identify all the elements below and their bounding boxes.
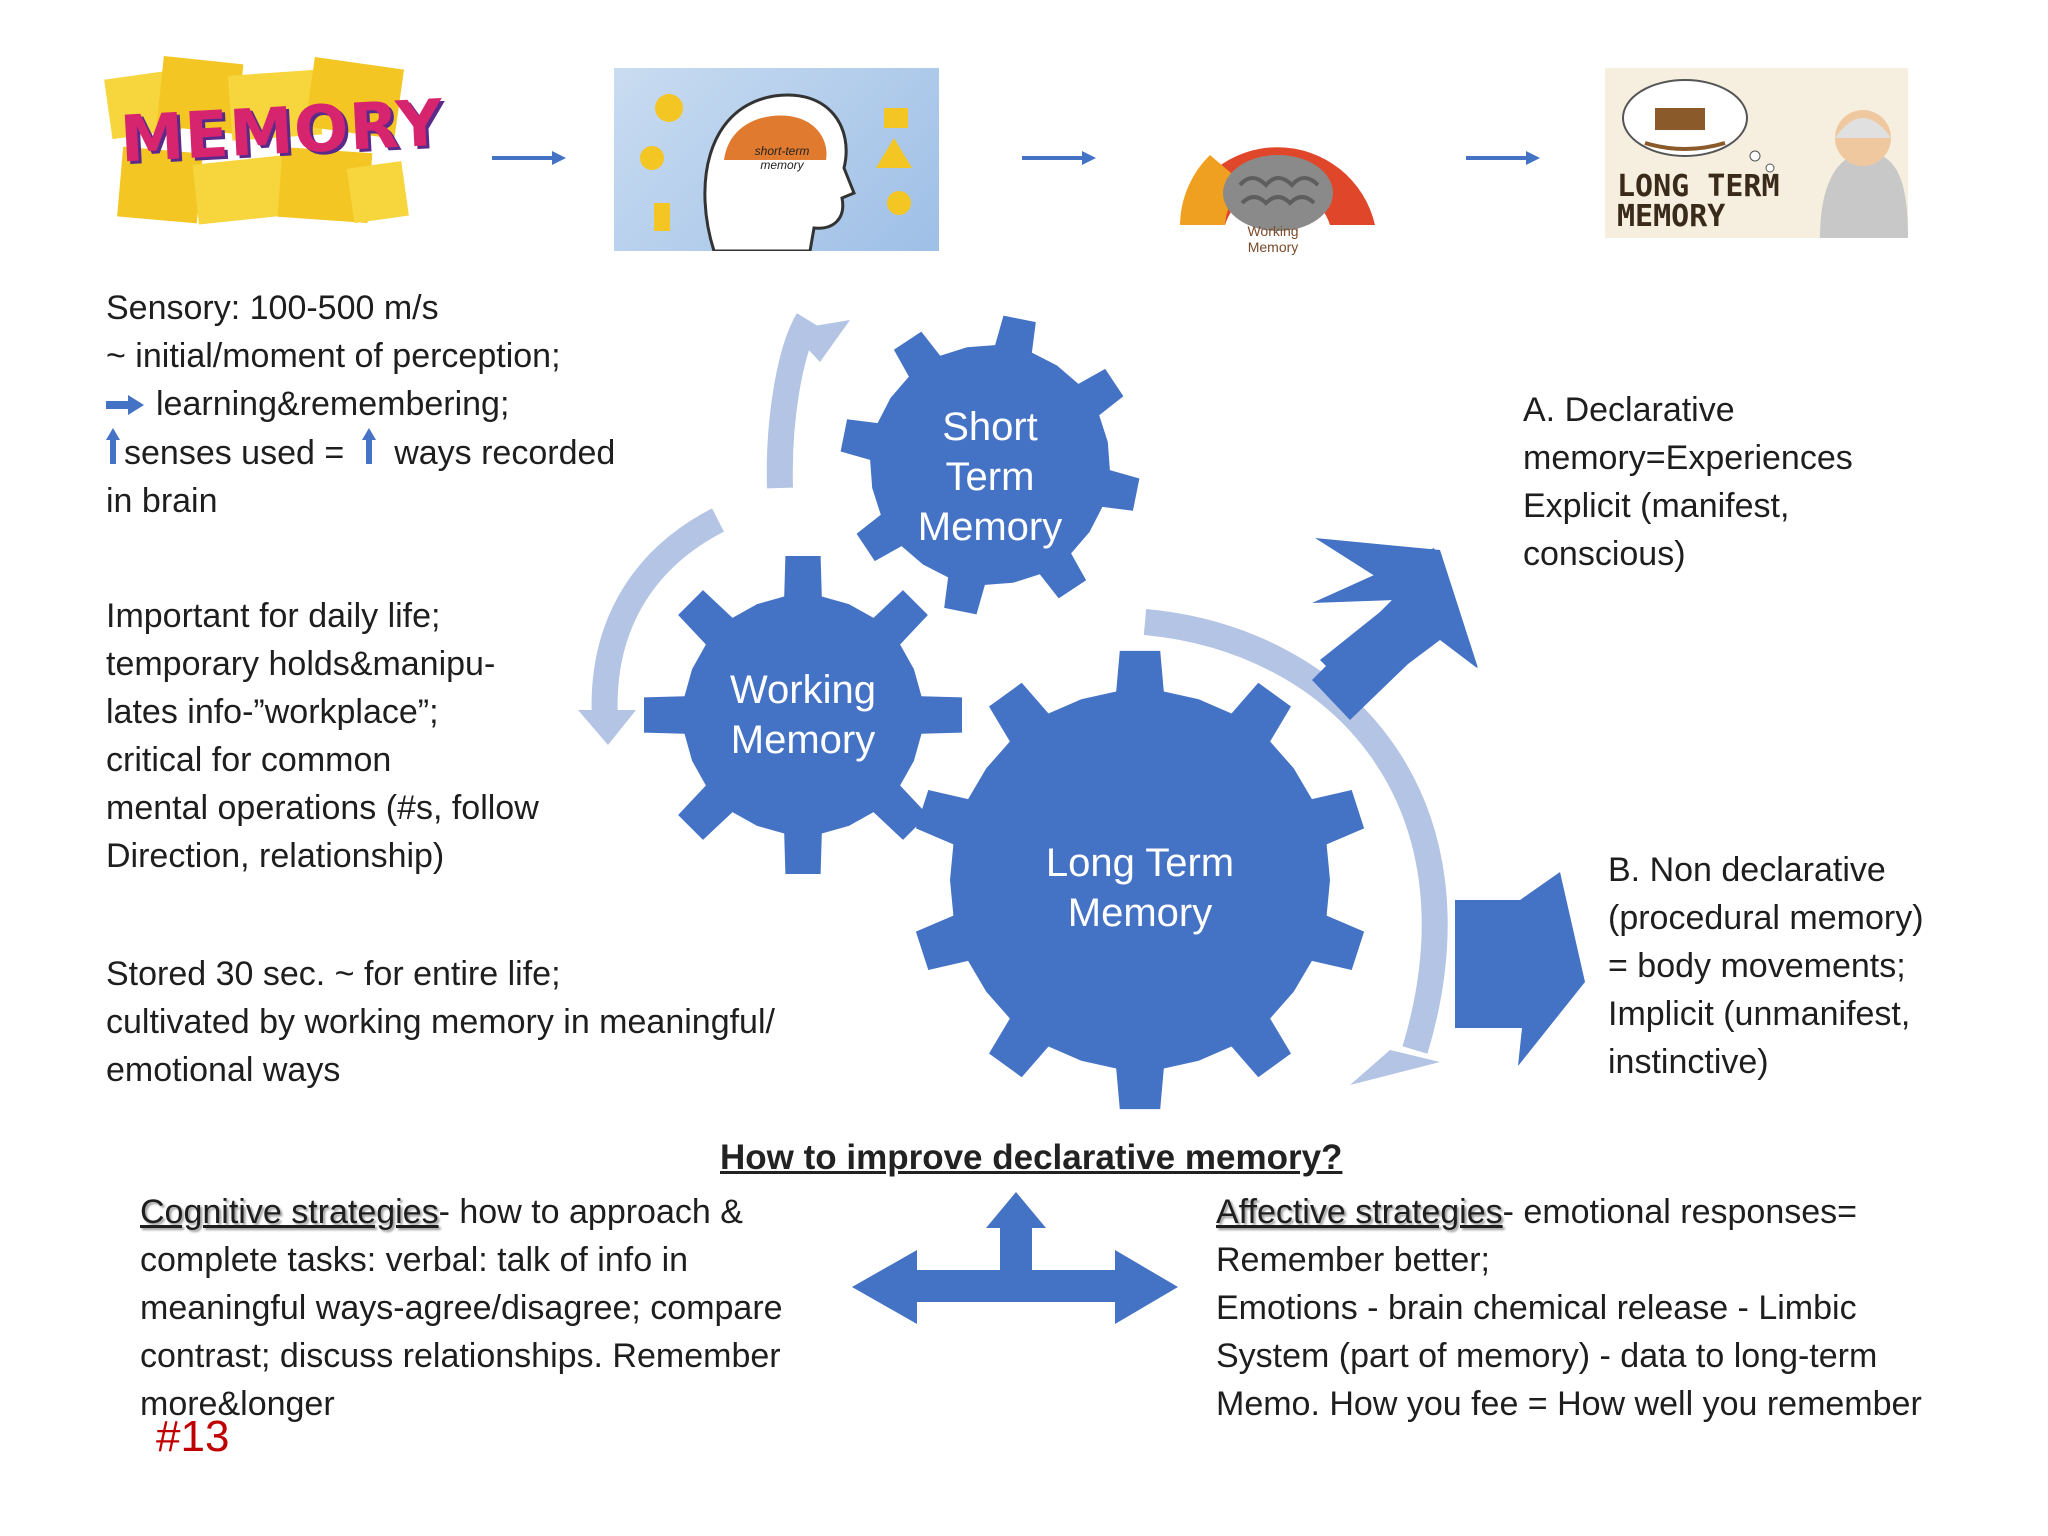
affective-line: Emotions - brain chemical release - Limb…	[1216, 1289, 1857, 1327]
sensory-line4-row: senses used = ways recorded	[106, 428, 615, 477]
sensory-line4a: senses used =	[124, 433, 345, 472]
working-memory-caption: Working Memory	[1247, 223, 1299, 255]
arrow-up-icon	[106, 428, 124, 477]
non-declarative-line: B. Non declarative	[1608, 851, 1886, 889]
arc-arrowhead-left	[578, 710, 636, 745]
arrow-right-icon	[106, 380, 148, 428]
affective-title: Affective strategies	[1216, 1193, 1503, 1231]
arc-arrowhead-top	[790, 320, 850, 362]
cognitive-line: complete tasks: verbal: talk of info in	[140, 1241, 689, 1279]
sensory-line3-row: learning&remembering;	[106, 380, 615, 428]
declarative-line: Explicit (manifest,	[1523, 487, 1790, 525]
cognitive-strategies-note: Cognitive strategies- how to approach & …	[140, 1188, 783, 1428]
arrow-right-3	[1466, 148, 1540, 173]
arrow-right-1	[492, 148, 566, 173]
non-declarative-note: B. Non declarative (procedural memory) =…	[1608, 846, 1924, 1086]
declarative-line: conscious)	[1523, 535, 1686, 573]
short-term-memory-caption: short-term memory	[754, 144, 810, 172]
working-memory-note: Important for daily life; temporary hold…	[106, 592, 539, 880]
non-declarative-line: Implicit (unmanifest,	[1608, 995, 1911, 1033]
short-term-memory-gear	[840, 315, 1140, 615]
cognitive-line: contrast; discuss relationships. Remembe…	[140, 1337, 781, 1375]
short-term-label-line2: Term	[945, 455, 1035, 499]
arc-working-to-short	[766, 313, 820, 489]
working-note-line: Important for daily life;	[106, 597, 441, 635]
affective-line: Remember better;	[1216, 1241, 1490, 1279]
affective-line: System (part of memory) - data to long-t…	[1216, 1337, 1878, 1375]
working-label-line2: Memory	[730, 718, 876, 762]
arrow-right-2	[1022, 148, 1096, 173]
long-term-memory-image: LONG TERM MEMORY	[1605, 68, 1908, 238]
short-term-memory-image: short-term memory	[614, 68, 939, 253]
working-gear-label: Working Memory	[703, 665, 903, 765]
short-term-gear-label: Short Term Memory	[890, 402, 1090, 552]
arc-short-to-long	[1143, 609, 1448, 1054]
sensory-line3: learning&remembering;	[156, 385, 510, 423]
affective-line1-rest: - emotional responses=	[1502, 1193, 1858, 1231]
declarative-line: A. Declarative	[1523, 391, 1735, 429]
working-note-line: critical for common	[106, 741, 392, 779]
long-term-label-line2: Memory	[1067, 891, 1213, 935]
working-note-line: Direction, relationship)	[106, 837, 445, 875]
arc-short-to-working	[591, 508, 725, 721]
short-term-label-line3: Memory	[917, 505, 1063, 549]
cognitive-line: more&longer	[140, 1385, 335, 1423]
working-note-line: temporary holds&manipu-	[106, 645, 496, 683]
stored-note-line: cultivated by working memory in meaningf…	[106, 1003, 775, 1041]
improve-heading: How to improve declarative memory?	[720, 1138, 1343, 1177]
working-memory-image: Working Memory	[1170, 75, 1385, 255]
sensory-note: Sensory: 100-500 m/s ~ initial/moment of…	[106, 284, 615, 525]
sensory-line1: Sensory: 100-500 m/s	[106, 289, 439, 327]
slide-number: #13	[156, 1412, 230, 1461]
working-memory-gear	[644, 556, 962, 874]
declarative-note: A. Declarative memory=Experiences Explic…	[1523, 386, 1853, 578]
non-declarative-line: = body movements;	[1608, 947, 1906, 985]
affective-first-line: Affective strategies- emotional response…	[1216, 1188, 1922, 1236]
declarative-arrow-clean	[1312, 538, 1478, 720]
stored-note-line: emotional ways	[106, 1051, 341, 1089]
cognitive-first-line: Cognitive strategies- how to approach &	[140, 1188, 783, 1236]
cognitive-line1-rest: - how to approach &	[438, 1193, 743, 1231]
memory-logo-image: MEMORY	[100, 55, 445, 230]
sensory-line5: in brain	[106, 482, 218, 520]
stored-note: Stored 30 sec. ~ for entire life; cultiv…	[106, 950, 775, 1094]
long-term-label-line1: Long Term	[1045, 841, 1235, 885]
cognitive-title: Cognitive strategies	[140, 1193, 439, 1231]
cognitive-line: meaningful ways-agree/disagree; compare	[140, 1289, 783, 1327]
working-note-line: mental operations (#s, follow	[106, 789, 539, 827]
long-term-gear-label: Long Term Memory	[1000, 838, 1280, 938]
affective-strategies-note: Affective strategies- emotional response…	[1216, 1188, 1922, 1428]
working-label-line1: Working	[730, 668, 876, 712]
non-declarative-line: instinctive)	[1608, 1043, 1769, 1081]
stored-note-line: Stored 30 sec. ~ for entire life;	[106, 955, 561, 993]
sensory-line4b: ways recorded	[394, 433, 616, 472]
declarative-line: memory=Experiences	[1523, 439, 1853, 477]
non-declarative-line: (procedural memory)	[1608, 899, 1924, 937]
arrow-up-icon	[362, 428, 380, 477]
long-term-memory-gear	[915, 650, 1365, 1110]
improve-t-arrow	[852, 1192, 1178, 1324]
short-term-label-line1: Short	[942, 405, 1038, 449]
sensory-line2: ~ initial/moment of perception;	[106, 337, 561, 375]
non-declarative-arrow	[1455, 872, 1585, 1066]
affective-line: Memo. How you fee = How well you remembe…	[1216, 1385, 1922, 1423]
long-term-memory-caption: LONG TERM MEMORY	[1617, 169, 1780, 234]
working-note-line: lates info-”workplace”;	[106, 693, 439, 731]
arc-arrowhead-bottom	[1350, 1050, 1440, 1085]
